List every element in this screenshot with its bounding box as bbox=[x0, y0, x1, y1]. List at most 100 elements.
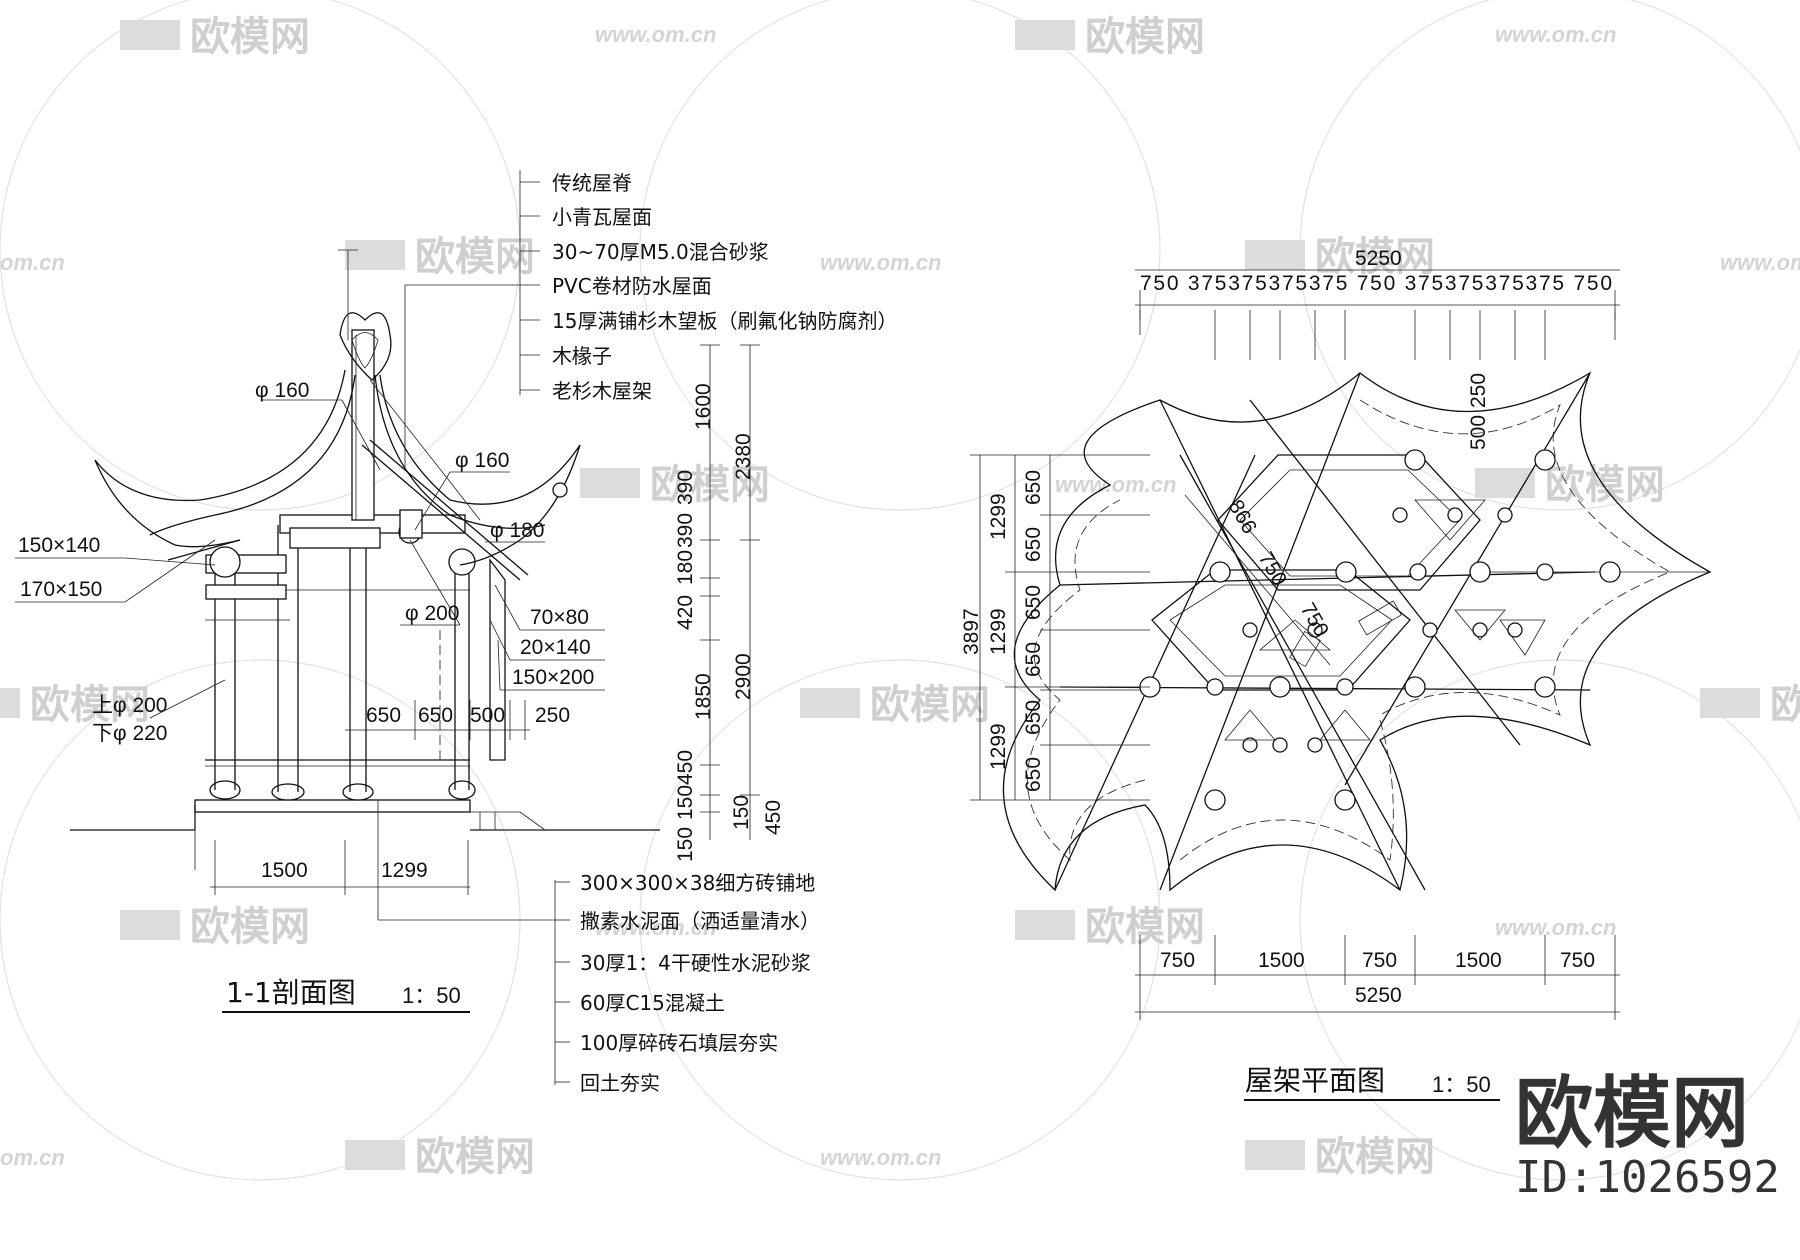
dim-250: 250 bbox=[535, 704, 570, 727]
section-title-block: 1-1剖面图 1：50 bbox=[222, 976, 470, 1013]
vdim-150-c: 150 bbox=[730, 795, 753, 830]
watermark-logo: 欧模网 bbox=[190, 904, 310, 950]
label-col-top: 上φ 200 bbox=[92, 694, 168, 717]
plan-bottom-1500-b: 1500 bbox=[1455, 949, 1502, 972]
dim-650-a: 650 bbox=[366, 704, 401, 727]
plan-title: 屋架平面图 bbox=[1245, 1064, 1385, 1097]
plan-left-1299-b: 1299 bbox=[987, 608, 1010, 655]
plan-top-dims: 5250 750 375375375375 750 375375375375 7… bbox=[1135, 247, 1620, 360]
member-labels: φ 160 φ 160 φ 180 φ 200 150×140 170×150 … bbox=[15, 379, 605, 745]
label-150x200: 150×200 bbox=[512, 666, 594, 689]
section-scale: 1：50 bbox=[402, 983, 461, 1008]
roof-layer-7: 老杉木屋架 bbox=[552, 379, 652, 403]
watermark-url: www.om.cn bbox=[1055, 472, 1176, 497]
section-vertical-dims: 1600 390 390 180 420 1850 450 150 150 23… bbox=[674, 344, 785, 862]
ground-layer-6: 回土夯实 bbox=[580, 1071, 660, 1095]
ground-layer-5: 100厚碎砖石填层夯实 bbox=[580, 1031, 778, 1055]
plan-scale: 1：50 bbox=[1432, 1072, 1491, 1097]
plan-left-650-2: 650 bbox=[1022, 527, 1045, 562]
plan-dim-866: 866 bbox=[1224, 496, 1261, 538]
watermark-url: www.om.cn bbox=[820, 250, 941, 275]
plan-bottom-1500-a: 1500 bbox=[1258, 949, 1305, 972]
vdim-390-b: 390 bbox=[674, 513, 697, 548]
vdim-420: 420 bbox=[674, 595, 697, 630]
roof-layer-3: 30~70厚M5.0混合砂浆 bbox=[552, 240, 769, 264]
roof-layer-5: 15厚满铺杉木望板（刷氟化钠防腐剂） bbox=[552, 309, 897, 333]
label-col-bottom: 下φ 220 bbox=[92, 722, 168, 745]
vdim-180: 180 bbox=[674, 550, 697, 585]
section-horizontal-dims: 650 650 500 250 1500 1299 bbox=[210, 700, 570, 895]
watermark-url: www.om.cn bbox=[1495, 915, 1616, 940]
watermark-logo: 欧模网 bbox=[415, 1134, 535, 1180]
plan-bottom-dims: 750 1500 750 1500 750 5250 bbox=[1135, 935, 1620, 1020]
watermark-url: www.om.cn bbox=[1720, 250, 1800, 275]
watermark-logo: 欧模网 bbox=[30, 682, 150, 728]
plan-dim-250: 250 bbox=[1467, 373, 1490, 408]
watermark-url: www.om.cn bbox=[1495, 22, 1616, 47]
ground-layer-callout: 300×300×38细方砖铺地 撒素水泥面（洒适量清水） 30厚1：4干硬性水泥… bbox=[377, 800, 820, 1095]
plan-dim-500: 500 bbox=[1467, 415, 1490, 450]
plan-left-650-1: 650 bbox=[1022, 470, 1045, 505]
plan-left-650-4: 650 bbox=[1022, 642, 1045, 677]
watermark-logo: 欧模网 bbox=[1545, 462, 1665, 508]
ground-layer-1: 300×300×38细方砖铺地 bbox=[580, 871, 815, 895]
vdim-2380: 2380 bbox=[732, 433, 755, 480]
plan-dim-750-b: 750 bbox=[1296, 599, 1333, 641]
plan-left-total: 3897 bbox=[960, 608, 983, 655]
plan-drawing bbox=[1002, 371, 1712, 892]
brand-block: 欧模网 ID:1026592 bbox=[1515, 1069, 1780, 1203]
label-phi200: φ 200 bbox=[405, 602, 460, 625]
brand-name: 欧模网 bbox=[1515, 1069, 1749, 1159]
label-70x80: 70×80 bbox=[530, 606, 589, 629]
dim-1299: 1299 bbox=[381, 859, 428, 882]
plan-left-650-6: 650 bbox=[1022, 757, 1045, 792]
plan-left-650-3: 650 bbox=[1022, 585, 1045, 620]
watermark-url: www.om.cn bbox=[820, 1145, 941, 1170]
section-drawing bbox=[70, 249, 660, 870]
roof-layer-1: 传统屋脊 bbox=[552, 171, 632, 195]
brand-id: ID:1026592 bbox=[1515, 1152, 1780, 1203]
vdim-450-b: 450 bbox=[762, 800, 785, 835]
ground-layer-2: 撒素水泥面（洒适量清水） bbox=[580, 909, 820, 933]
label-170x150: 170×150 bbox=[20, 578, 102, 601]
section-title: 1-1剖面图 bbox=[226, 976, 356, 1009]
vdim-150-b: 150 bbox=[674, 827, 697, 862]
roof-layer-2: 小青瓦屋面 bbox=[552, 205, 652, 229]
plan-bottom-750-a: 750 bbox=[1160, 949, 1195, 972]
dim-500: 500 bbox=[470, 704, 505, 727]
watermark-logo: 欧模网 bbox=[1315, 1134, 1435, 1180]
ground-layer-3: 30厚1：4干硬性水泥砂浆 bbox=[580, 951, 811, 975]
label-phi160-top: φ 160 bbox=[255, 379, 310, 402]
label-phi180: φ 180 bbox=[490, 519, 545, 542]
watermark-logo: 欧模网 bbox=[1085, 14, 1205, 60]
plan-inner-dims: 250 500 866 750 750 bbox=[1184, 373, 1490, 666]
watermark-url: www.om.cn bbox=[595, 915, 716, 940]
plan-top-dims: 750 375375375375 750 375375375375 750 bbox=[1140, 272, 1612, 295]
vdim-1600: 1600 bbox=[692, 383, 715, 430]
plan-left-1299-a: 1299 bbox=[987, 493, 1010, 540]
roof-layer-callout: 传统屋脊 小青瓦屋面 30~70厚M5.0混合砂浆 PVC卷材防水屋面 15厚满… bbox=[404, 170, 897, 470]
label-phi160-mid: φ 160 bbox=[455, 449, 510, 472]
plan-left-650-5: 650 bbox=[1022, 700, 1045, 735]
label-20x140: 20×140 bbox=[520, 636, 591, 659]
watermark-logo: 欧模网 bbox=[870, 682, 990, 728]
vdim-1850: 1850 bbox=[692, 673, 715, 720]
watermark-logo: 欧模网 bbox=[1085, 904, 1205, 950]
plan-bottom-750-c: 750 bbox=[1560, 949, 1595, 972]
roof-layer-6: 木椽子 bbox=[552, 344, 612, 368]
plan-title-block: 屋架平面图 1：50 bbox=[1244, 1064, 1500, 1101]
roof-layer-4: PVC卷材防水屋面 bbox=[552, 274, 712, 298]
label-150x140: 150×140 bbox=[18, 534, 100, 557]
watermark-logo: 欧模网 bbox=[1770, 682, 1800, 728]
watermark-logo: 欧模网 bbox=[415, 234, 535, 280]
ground-layer-4: 60厚C15混凝土 bbox=[580, 991, 725, 1015]
watermark-url: om.cn bbox=[0, 250, 65, 275]
dim-1500: 1500 bbox=[261, 859, 308, 882]
plan-bottom-total: 5250 bbox=[1355, 984, 1402, 1007]
plan-top-total: 5250 bbox=[1355, 247, 1402, 270]
watermark-logo: 欧模网 bbox=[1315, 234, 1435, 280]
plan-columns bbox=[1139, 449, 1621, 811]
plan-left-1299-c: 1299 bbox=[987, 723, 1010, 770]
plan-left-dims: 3897 1299 1299 1299 650 650 650 650 650 … bbox=[960, 454, 1150, 801]
